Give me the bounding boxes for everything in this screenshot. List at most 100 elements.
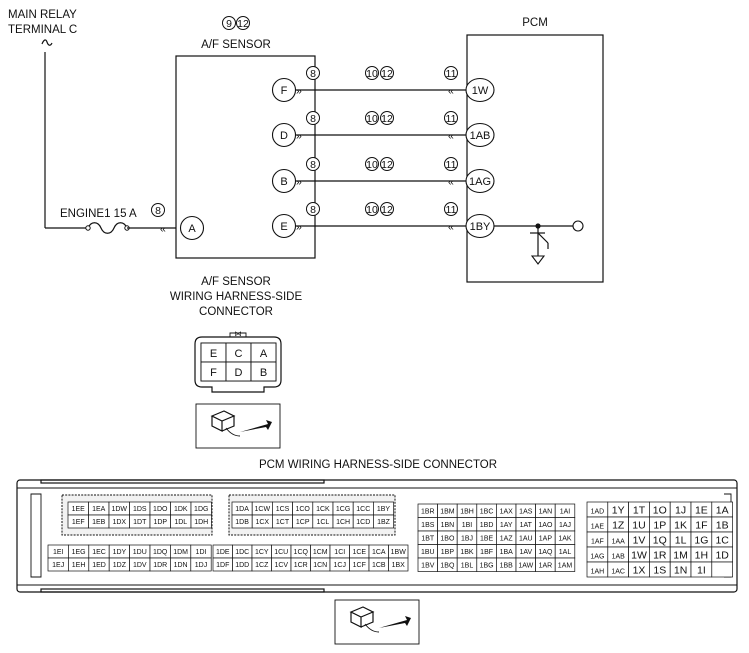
pcm-cavity-label: 1DJ (195, 562, 207, 569)
pcm-cavity-label: 1EC (92, 549, 106, 556)
pcm-cavity-label: 1AG (590, 553, 604, 560)
pcm-pin-circle (465, 168, 495, 194)
pcm-cavity (388, 557, 409, 572)
pcm-cavity-label: 1CC (356, 506, 370, 513)
af-connector-label-3: CONNECTOR (199, 306, 273, 318)
pcm-cavity-label: 1AE (591, 523, 605, 530)
pcm-cavity-label: 1CR (294, 562, 308, 569)
pcm-cavity-label: 1AC (611, 568, 625, 575)
pcm-cavity-label: 1BJ (461, 535, 473, 542)
pcm-cavity-label: 1AZ (500, 535, 514, 542)
pin-a-connector-mark: « (160, 223, 166, 235)
fuse-label: ENGINE1 15 A (60, 208, 137, 220)
pcm-cavity-label: 1J (675, 504, 686, 516)
sensor-connector-mark: » (296, 85, 302, 97)
sensor-connector-mark: » (296, 221, 302, 233)
af-connector-label-1: A/F SENSOR (201, 276, 271, 288)
pcm-cavity-label: 1DB (235, 519, 249, 526)
pcm-cavity-label: 1DN (174, 562, 188, 569)
pcm-cavity-label: 1W (631, 549, 647, 561)
pcm-cavity-label: 1CV (274, 562, 288, 569)
ref-number-mid: 12 (381, 204, 393, 216)
pcm-cavity-label: 1BL (461, 562, 474, 569)
pcm-cavity-label: 1X (633, 564, 646, 576)
pcm-cavity-label: 1CY (255, 549, 269, 556)
pcm-pin-label: 1W (472, 85, 489, 97)
pcm-cavity-label: 1CF (353, 562, 366, 569)
af-cavity-label: E (210, 348, 217, 360)
pcm-cavity-label: 1AL (559, 549, 572, 556)
sensor-pin-label: E (280, 221, 287, 233)
pcm-cavity-label: 1V (633, 534, 646, 546)
pcm-cavity-label: 1CL (316, 519, 329, 526)
pcm-cavity-label: 1EG (72, 549, 86, 556)
main-relay-label-2: TERMINAL C (8, 24, 77, 36)
pcm-cavity-label: 1AQ (538, 549, 553, 556)
pcm-cavity-label: 1CQ (294, 549, 309, 556)
ref-circle-mid (365, 202, 379, 216)
af-cavity-label: D (235, 367, 243, 379)
pcm-cavity-label: 1AU (519, 535, 533, 542)
pcm-pin-circle (465, 122, 495, 148)
pcm-cavity-label: 1AS (519, 508, 533, 515)
pcm-cavity-label: 1Z (612, 519, 625, 531)
ref-circle-mid (380, 157, 394, 171)
pcm-cavity-label: 1BA (500, 549, 514, 556)
pcm-cavity-label: 1O (653, 504, 667, 516)
pcm-connector-mark: « (448, 85, 454, 97)
ref-circle-mid (365, 157, 379, 171)
pcm-cavity-label: 1AX (500, 508, 514, 515)
pcm-pin-label: 1AG (469, 176, 491, 188)
af-cavity-label: C (235, 348, 243, 360)
ref-circle-mid (365, 111, 379, 125)
ref-circle-right (444, 66, 458, 80)
pcm-cavity-label: 1H (695, 549, 708, 561)
sensor-ref-12: 12 (237, 18, 249, 30)
pcm-cavity-label: 1BR (421, 508, 435, 515)
svg-text:⋈: ⋈ (234, 329, 241, 338)
sensor-connector-mark: » (296, 176, 302, 188)
pcm-cavity-label: 1E (695, 504, 708, 516)
ref-number-left: 8 (310, 68, 316, 80)
ref-circle-left (306, 157, 320, 171)
pcm-cavity-label: 1B (716, 519, 729, 531)
pcm-cavity-label: 1DW (111, 506, 127, 513)
ref-number-left: 8 (310, 113, 316, 125)
pcm-cavity-label: 1AO (538, 522, 553, 529)
pcm-connector-mark: « (448, 221, 454, 233)
pcm-cavity-label: 1DD (235, 562, 249, 569)
pcm-cavity-label: 1AF (591, 538, 604, 545)
relay-wire-break (41, 39, 53, 46)
pcm-cavity-label: 1AN (539, 508, 553, 515)
pcm-cavity-label: 1ED (92, 562, 106, 569)
pcm-cavity-label: 1BX (392, 562, 406, 569)
ref-number-right: 11 (446, 204, 457, 216)
pcm-cavity (554, 557, 576, 572)
pcm-connector-mark: « (448, 130, 454, 142)
ref-circle-left (306, 66, 320, 80)
pcm-cavity-label: 1F (695, 519, 707, 531)
pcm-cavity-label: 1AB (612, 553, 626, 560)
pcm-cavity-label: 1BT (421, 535, 435, 542)
pcm-cavity-label: 1CD (356, 519, 370, 526)
ref-number-mid: 10 (366, 68, 378, 80)
pcm-cavity-label: 1DE (216, 549, 230, 556)
ref-number-left: 8 (310, 159, 316, 171)
sensor-pin-a-label: A (188, 223, 196, 235)
ref-number-left: 8 (310, 204, 316, 216)
pcm-cavity-label: 1AA (612, 538, 626, 545)
pcm-cavity-label: 1T (633, 504, 646, 516)
pcm-cavity-label: 1DO (153, 506, 168, 513)
ref-number-right: 11 (446, 113, 457, 125)
pcm-cavity (711, 561, 733, 578)
pcm-cavity-label: 1DX (112, 519, 126, 526)
pcm-cavity-label: 1M (673, 549, 688, 561)
ref-number-mid: 12 (381, 68, 393, 80)
harness-view-icon-2 (334, 599, 420, 645)
sensor-pin-a: A (179, 215, 205, 241)
